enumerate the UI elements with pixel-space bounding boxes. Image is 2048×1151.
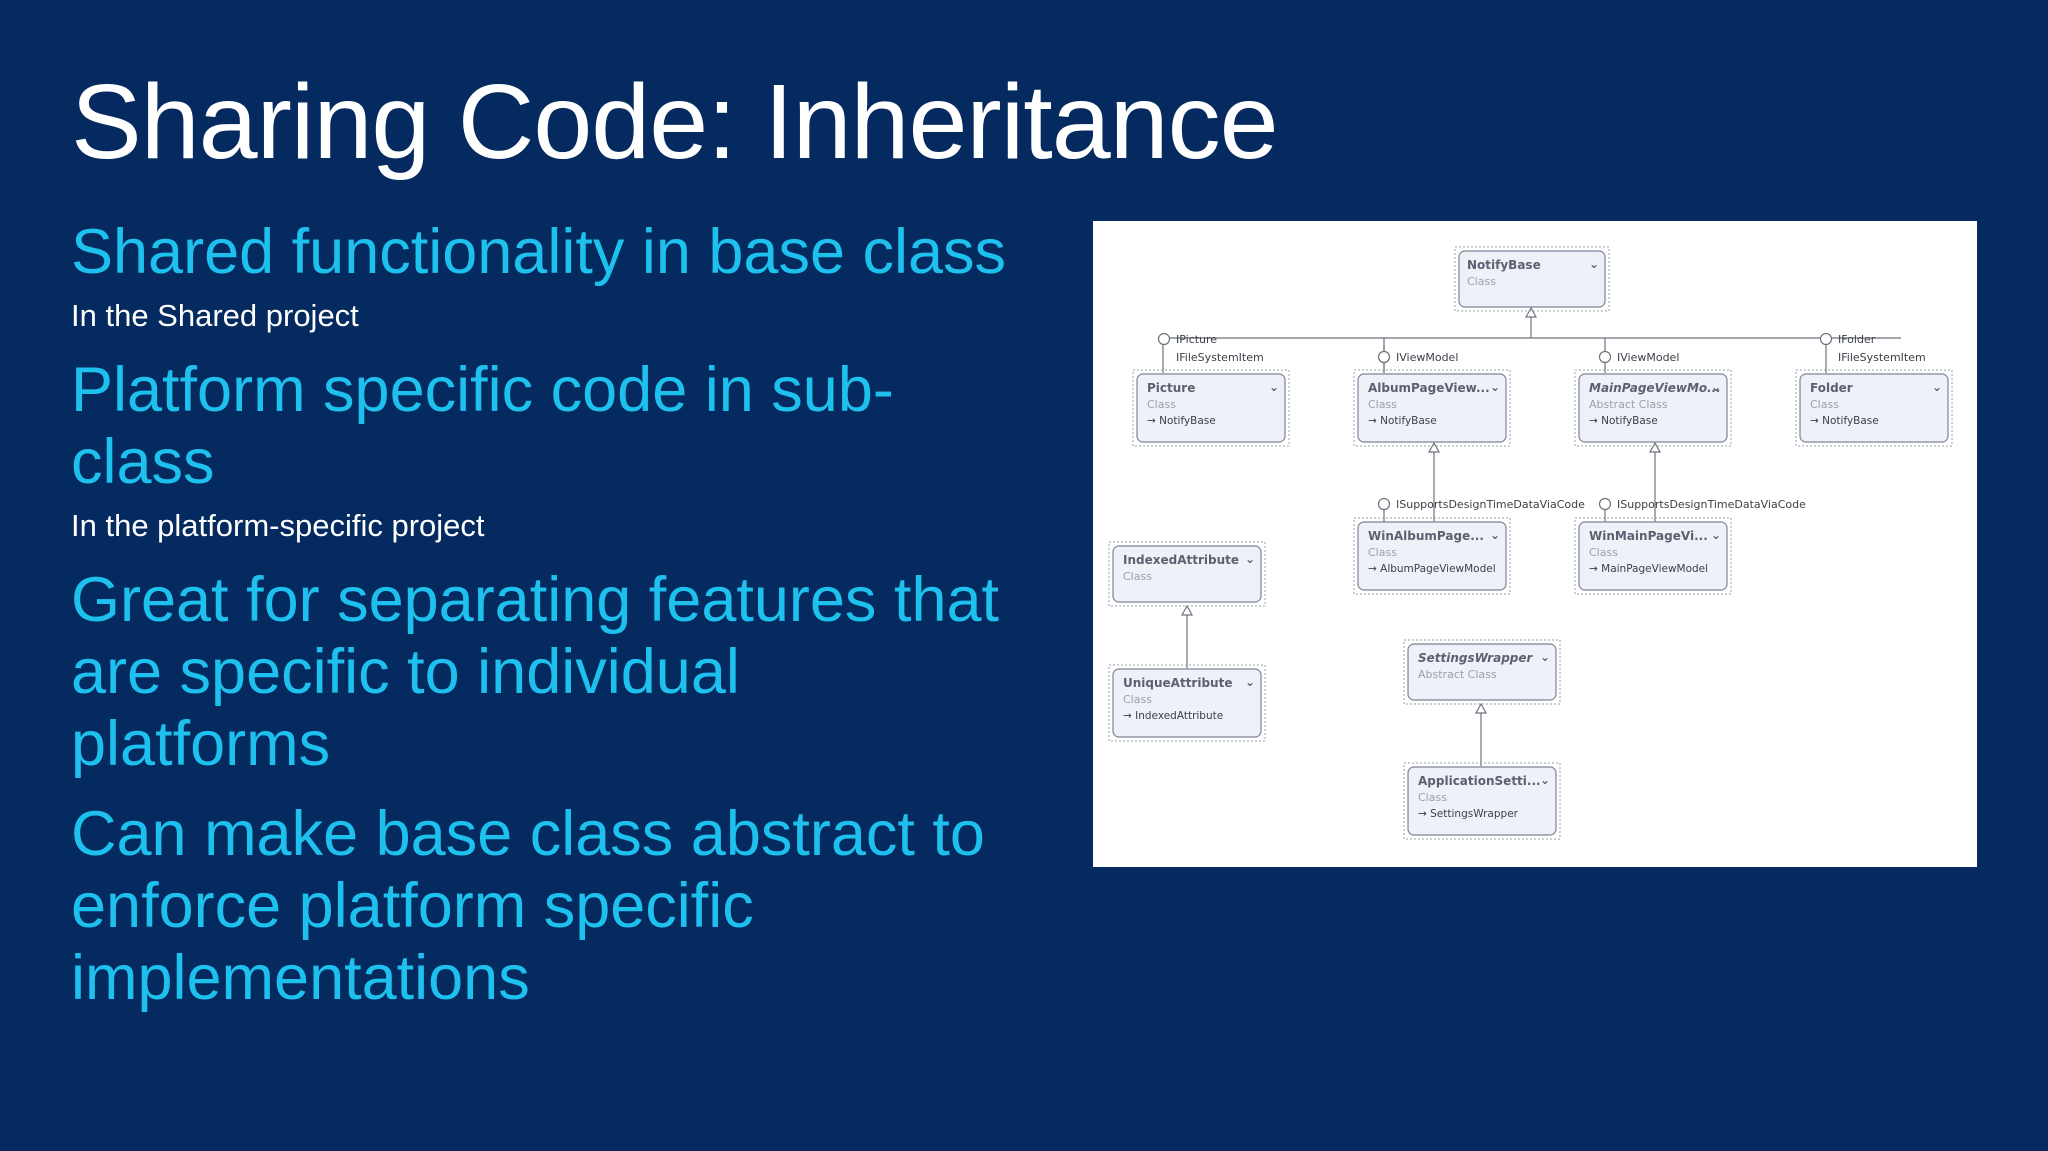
chevron-down-icon[interactable]: ⌄ xyxy=(1490,380,1500,394)
class-box-uniqueattribute[interactable]: UniqueAttribute Class → IndexedAttribute… xyxy=(1108,664,1266,742)
class-kind: Class xyxy=(1123,693,1152,706)
class-name: ApplicationSetti... xyxy=(1418,774,1541,788)
class-name: WinMainPageVi... xyxy=(1589,529,1708,543)
interface-label: ISupportsDesignTimeDataViaCode xyxy=(1617,498,1806,511)
class-box-indexedattribute[interactable]: IndexedAttribute Class ⌄ xyxy=(1108,541,1266,607)
base-class-label: → NotifyBase xyxy=(1368,415,1437,427)
class-name: WinAlbumPage... xyxy=(1368,529,1484,543)
chevron-down-icon[interactable]: ⌄ xyxy=(1932,380,1942,394)
chevron-down-icon[interactable]: ⌄ xyxy=(1711,528,1721,542)
class-kind: Class xyxy=(1147,398,1176,411)
bullet-separating-features: Great for separating features that are s… xyxy=(71,565,1000,779)
chevron-down-icon[interactable]: ⌄ xyxy=(1540,773,1550,787)
class-kind: Class xyxy=(1418,791,1447,804)
class-name: Picture xyxy=(1147,381,1195,395)
interface-label: ISupportsDesignTimeDataViaCode xyxy=(1396,498,1585,511)
class-box-settingswrapper[interactable]: SettingsWrapper Abstract Class ⌄ xyxy=(1403,639,1561,705)
interface-lollipop-icon xyxy=(1819,332,1833,346)
chevron-down-icon[interactable]: ⌄ xyxy=(1245,675,1255,689)
sub-bullet-shared-project: In the Shared project xyxy=(71,298,359,333)
class-kind: Abstract Class xyxy=(1418,668,1497,681)
base-class-label: → NotifyBase xyxy=(1589,415,1658,427)
class-kind: Abstract Class xyxy=(1589,398,1668,411)
base-class-label: → AlbumPageViewModel xyxy=(1368,563,1496,575)
base-class-label: → SettingsWrapper xyxy=(1418,808,1519,820)
class-name: IndexedAttribute xyxy=(1123,553,1239,567)
class-box-winmainpageviewmodel[interactable]: WinMainPageVi... Class → MainPageViewMod… xyxy=(1574,517,1732,595)
class-kind: Class xyxy=(1467,275,1496,288)
slide-title: Sharing Code: Inheritance xyxy=(71,63,1279,181)
bullet-shared-functionality: Shared functionality in base class xyxy=(71,217,1007,287)
class-kind: Class xyxy=(1810,398,1839,411)
chevron-down-icon[interactable]: ⌄ xyxy=(1245,552,1255,566)
bullet-platform-specific: Platform specific code in sub-class xyxy=(71,355,894,497)
base-class-label: → IndexedAttribute xyxy=(1123,710,1223,722)
class-box-notifybase[interactable]: NotifyBase Class ⌄ xyxy=(1454,246,1610,312)
base-class-label: → NotifyBase xyxy=(1147,415,1216,427)
base-class-label: → NotifyBase xyxy=(1810,415,1879,427)
class-box-applicationsettings[interactable]: ApplicationSetti... Class → SettingsWrap… xyxy=(1403,762,1561,840)
chevron-down-icon[interactable]: ⌄ xyxy=(1269,380,1279,394)
class-kind: Class xyxy=(1368,398,1397,411)
bullet-abstract-base: Can make base class abstract to enforce … xyxy=(71,799,985,1013)
class-name: AlbumPageView... xyxy=(1368,381,1490,395)
interface-label: IFolder xyxy=(1838,333,1876,346)
class-box-picture[interactable]: Picture Class → NotifyBase ⌄ xyxy=(1132,369,1290,447)
chevron-down-icon[interactable]: ⌄ xyxy=(1711,380,1721,394)
interface-label: IViewModel xyxy=(1617,351,1679,364)
interface-label: IPicture xyxy=(1176,333,1217,346)
class-name: MainPageViewMo... xyxy=(1589,381,1721,395)
base-class-label: → MainPageViewModel xyxy=(1589,563,1708,575)
class-name: Folder xyxy=(1810,381,1853,395)
class-diagram: IPicture IFileSystemItem IViewModel IVie… xyxy=(1093,221,1977,867)
interface-label: IFileSystemItem xyxy=(1176,351,1264,364)
interface-lollipop-icon xyxy=(1598,350,1612,364)
class-name: UniqueAttribute xyxy=(1123,676,1232,690)
chevron-down-icon[interactable]: ⌄ xyxy=(1589,257,1599,271)
chevron-down-icon[interactable]: ⌄ xyxy=(1540,650,1550,664)
class-kind: Class xyxy=(1589,546,1618,559)
interface-lollipop-icon xyxy=(1598,497,1612,511)
sub-bullet-platform-project: In the platform-specific project xyxy=(71,508,485,543)
interface-lollipop-icon xyxy=(1377,497,1391,511)
class-kind: Class xyxy=(1123,570,1152,583)
interface-label: IFileSystemItem xyxy=(1838,351,1926,364)
class-kind: Class xyxy=(1368,546,1397,559)
interface-lollipop-icon xyxy=(1157,332,1171,346)
interface-lollipops: IPicture IFileSystemItem IViewModel IVie… xyxy=(1157,332,1926,522)
class-name: NotifyBase xyxy=(1467,258,1541,272)
class-box-folder[interactable]: Folder Class → NotifyBase ⌄ xyxy=(1795,369,1953,447)
interface-label: IViewModel xyxy=(1396,351,1458,364)
class-diagram-svg: IPicture IFileSystemItem IViewModel IVie… xyxy=(1108,246,1953,840)
class-name: SettingsWrapper xyxy=(1418,651,1534,665)
interface-lollipop-icon xyxy=(1377,350,1391,364)
chevron-down-icon[interactable]: ⌄ xyxy=(1490,528,1500,542)
class-box-winalbumpage[interactable]: WinAlbumPage... Class → AlbumPageViewMod… xyxy=(1353,517,1511,595)
class-box-mainpageviewmodel[interactable]: MainPageViewMo... Abstract Class → Notif… xyxy=(1574,369,1732,447)
bullet-list: Shared functionality in base class In th… xyxy=(71,216,1011,1014)
class-box-albumpageview[interactable]: AlbumPageView... Class → NotifyBase ⌄ xyxy=(1353,369,1511,447)
